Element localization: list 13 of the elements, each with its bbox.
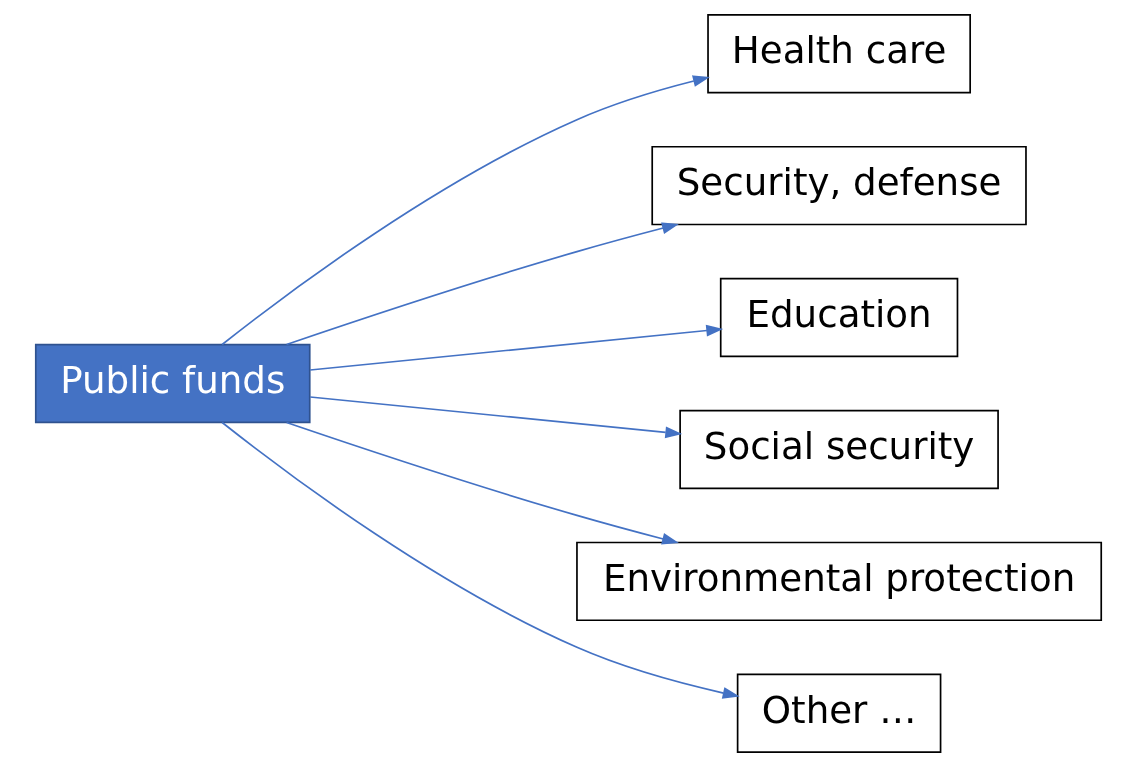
arrow [309, 396, 683, 439]
node-box: Public funds [34, 343, 311, 424]
node-box: Environmental protection [576, 541, 1103, 622]
node-box: Education [719, 277, 959, 358]
node-box: Security, defense [651, 145, 1027, 226]
arrow [285, 222, 679, 346]
arrow [285, 421, 679, 545]
node-box: Other … [736, 673, 942, 754]
arrow [309, 324, 724, 371]
node-box: Health care [707, 13, 971, 94]
arrow [221, 421, 740, 699]
arrow [221, 75, 710, 346]
node-box: Social security [679, 409, 999, 490]
